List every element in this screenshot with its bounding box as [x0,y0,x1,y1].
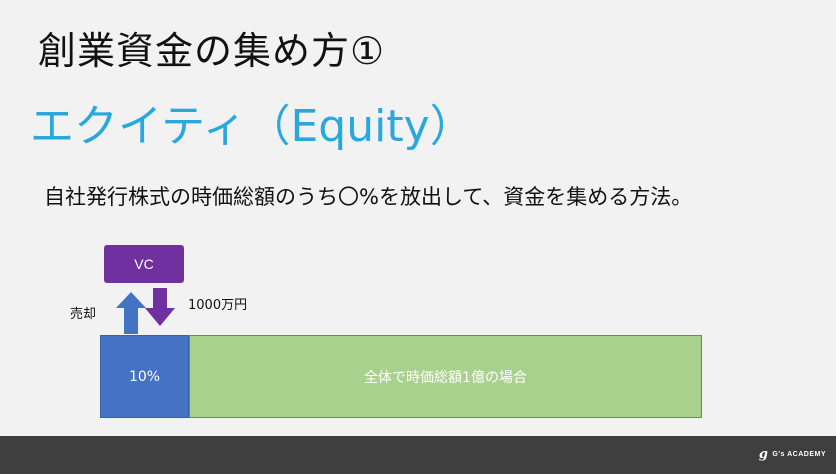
down-arrow-icon [145,288,175,326]
share-label: 10% [128,368,161,385]
up-arrow-icon [116,292,146,334]
slide-title: 創業資金の集め方① [38,29,386,73]
brand: g G's ACADEMY [759,448,826,461]
brand-text: G's ACADEMY [772,451,826,458]
footer-bar: g G's ACADEMY [0,436,836,474]
share-bar: 10% [100,335,189,418]
vc-box: VC [104,245,184,283]
total-bar: 全体で時価総額1億の場合 [189,335,702,418]
brand-logo-icon: g [758,447,769,462]
total-label: 全体で時価総額1億の場合 [364,369,527,386]
amount-label: 1000万円 [188,298,248,313]
slide-body-text: 自社発行株式の時価総額のうち〇%を放出して、資金を集める方法。 [44,185,693,209]
slide-subtitle: エクイティ（Equity） [30,101,474,152]
sell-label: 売却 [70,307,97,322]
vc-label: VC [134,256,154,272]
